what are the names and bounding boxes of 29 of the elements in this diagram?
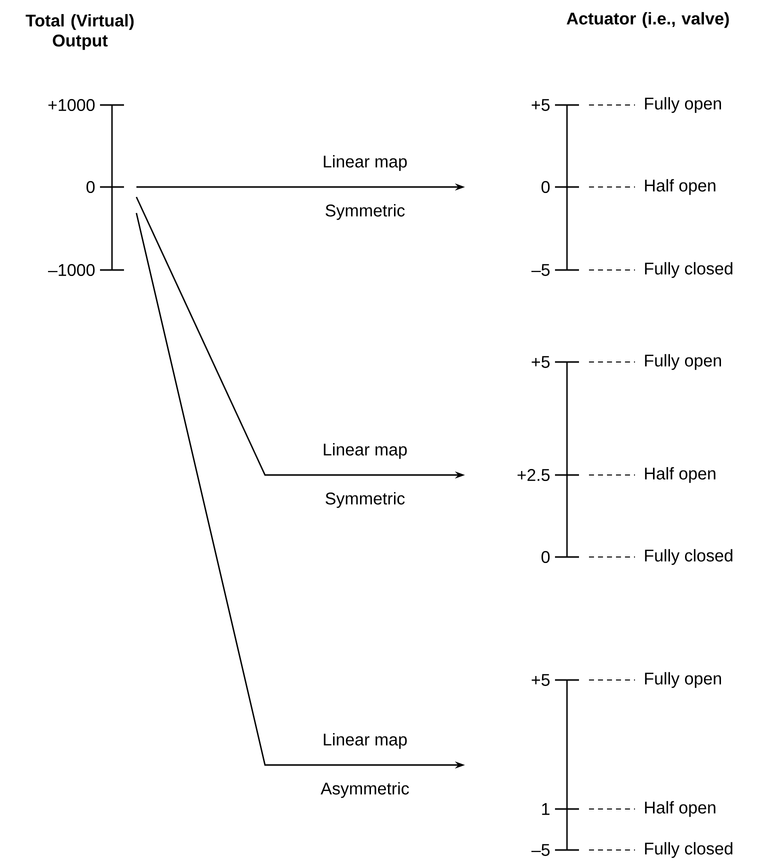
- tick-label: 1: [542, 803, 550, 815]
- edge-label: Linear map: [324, 733, 407, 749]
- state-label: Fully open: [645, 97, 721, 113]
- state-label: Fully open: [645, 354, 721, 370]
- tick-label: +5: [532, 99, 550, 111]
- state-label: Half open: [645, 801, 716, 817]
- tick-label: +5: [532, 356, 550, 368]
- heading: Total (Virtual) Output: [26, 14, 134, 50]
- tick-label: 0: [86, 181, 95, 194]
- state-label: Half open: [645, 467, 716, 483]
- mapping-label: Symmetric: [326, 204, 405, 220]
- heading: Actuator (i.e., valve): [566, 12, 729, 28]
- state-label: Half open: [645, 179, 716, 195]
- mapping-label: Asymmetric: [320, 782, 409, 798]
- mapping-label: Symmetric: [326, 492, 405, 508]
- tick-label: –5: [531, 264, 550, 276]
- state-label: Fully closed: [645, 262, 732, 278]
- state-label: Fully closed: [645, 842, 732, 858]
- tick-label: +5: [532, 674, 550, 686]
- edge-label: Linear map: [324, 155, 407, 171]
- tick-label: 0: [542, 550, 550, 564]
- state-label: Fully closed: [645, 549, 732, 565]
- tick-label: –1000: [48, 264, 95, 276]
- edge-label: Linear map: [324, 443, 407, 459]
- tick-label: +2.5: [518, 468, 550, 482]
- tick-label: 0: [542, 181, 550, 194]
- tick-label: +1000: [48, 99, 95, 112]
- tick-label: –5: [531, 844, 550, 856]
- state-label: Fully open: [645, 672, 721, 688]
